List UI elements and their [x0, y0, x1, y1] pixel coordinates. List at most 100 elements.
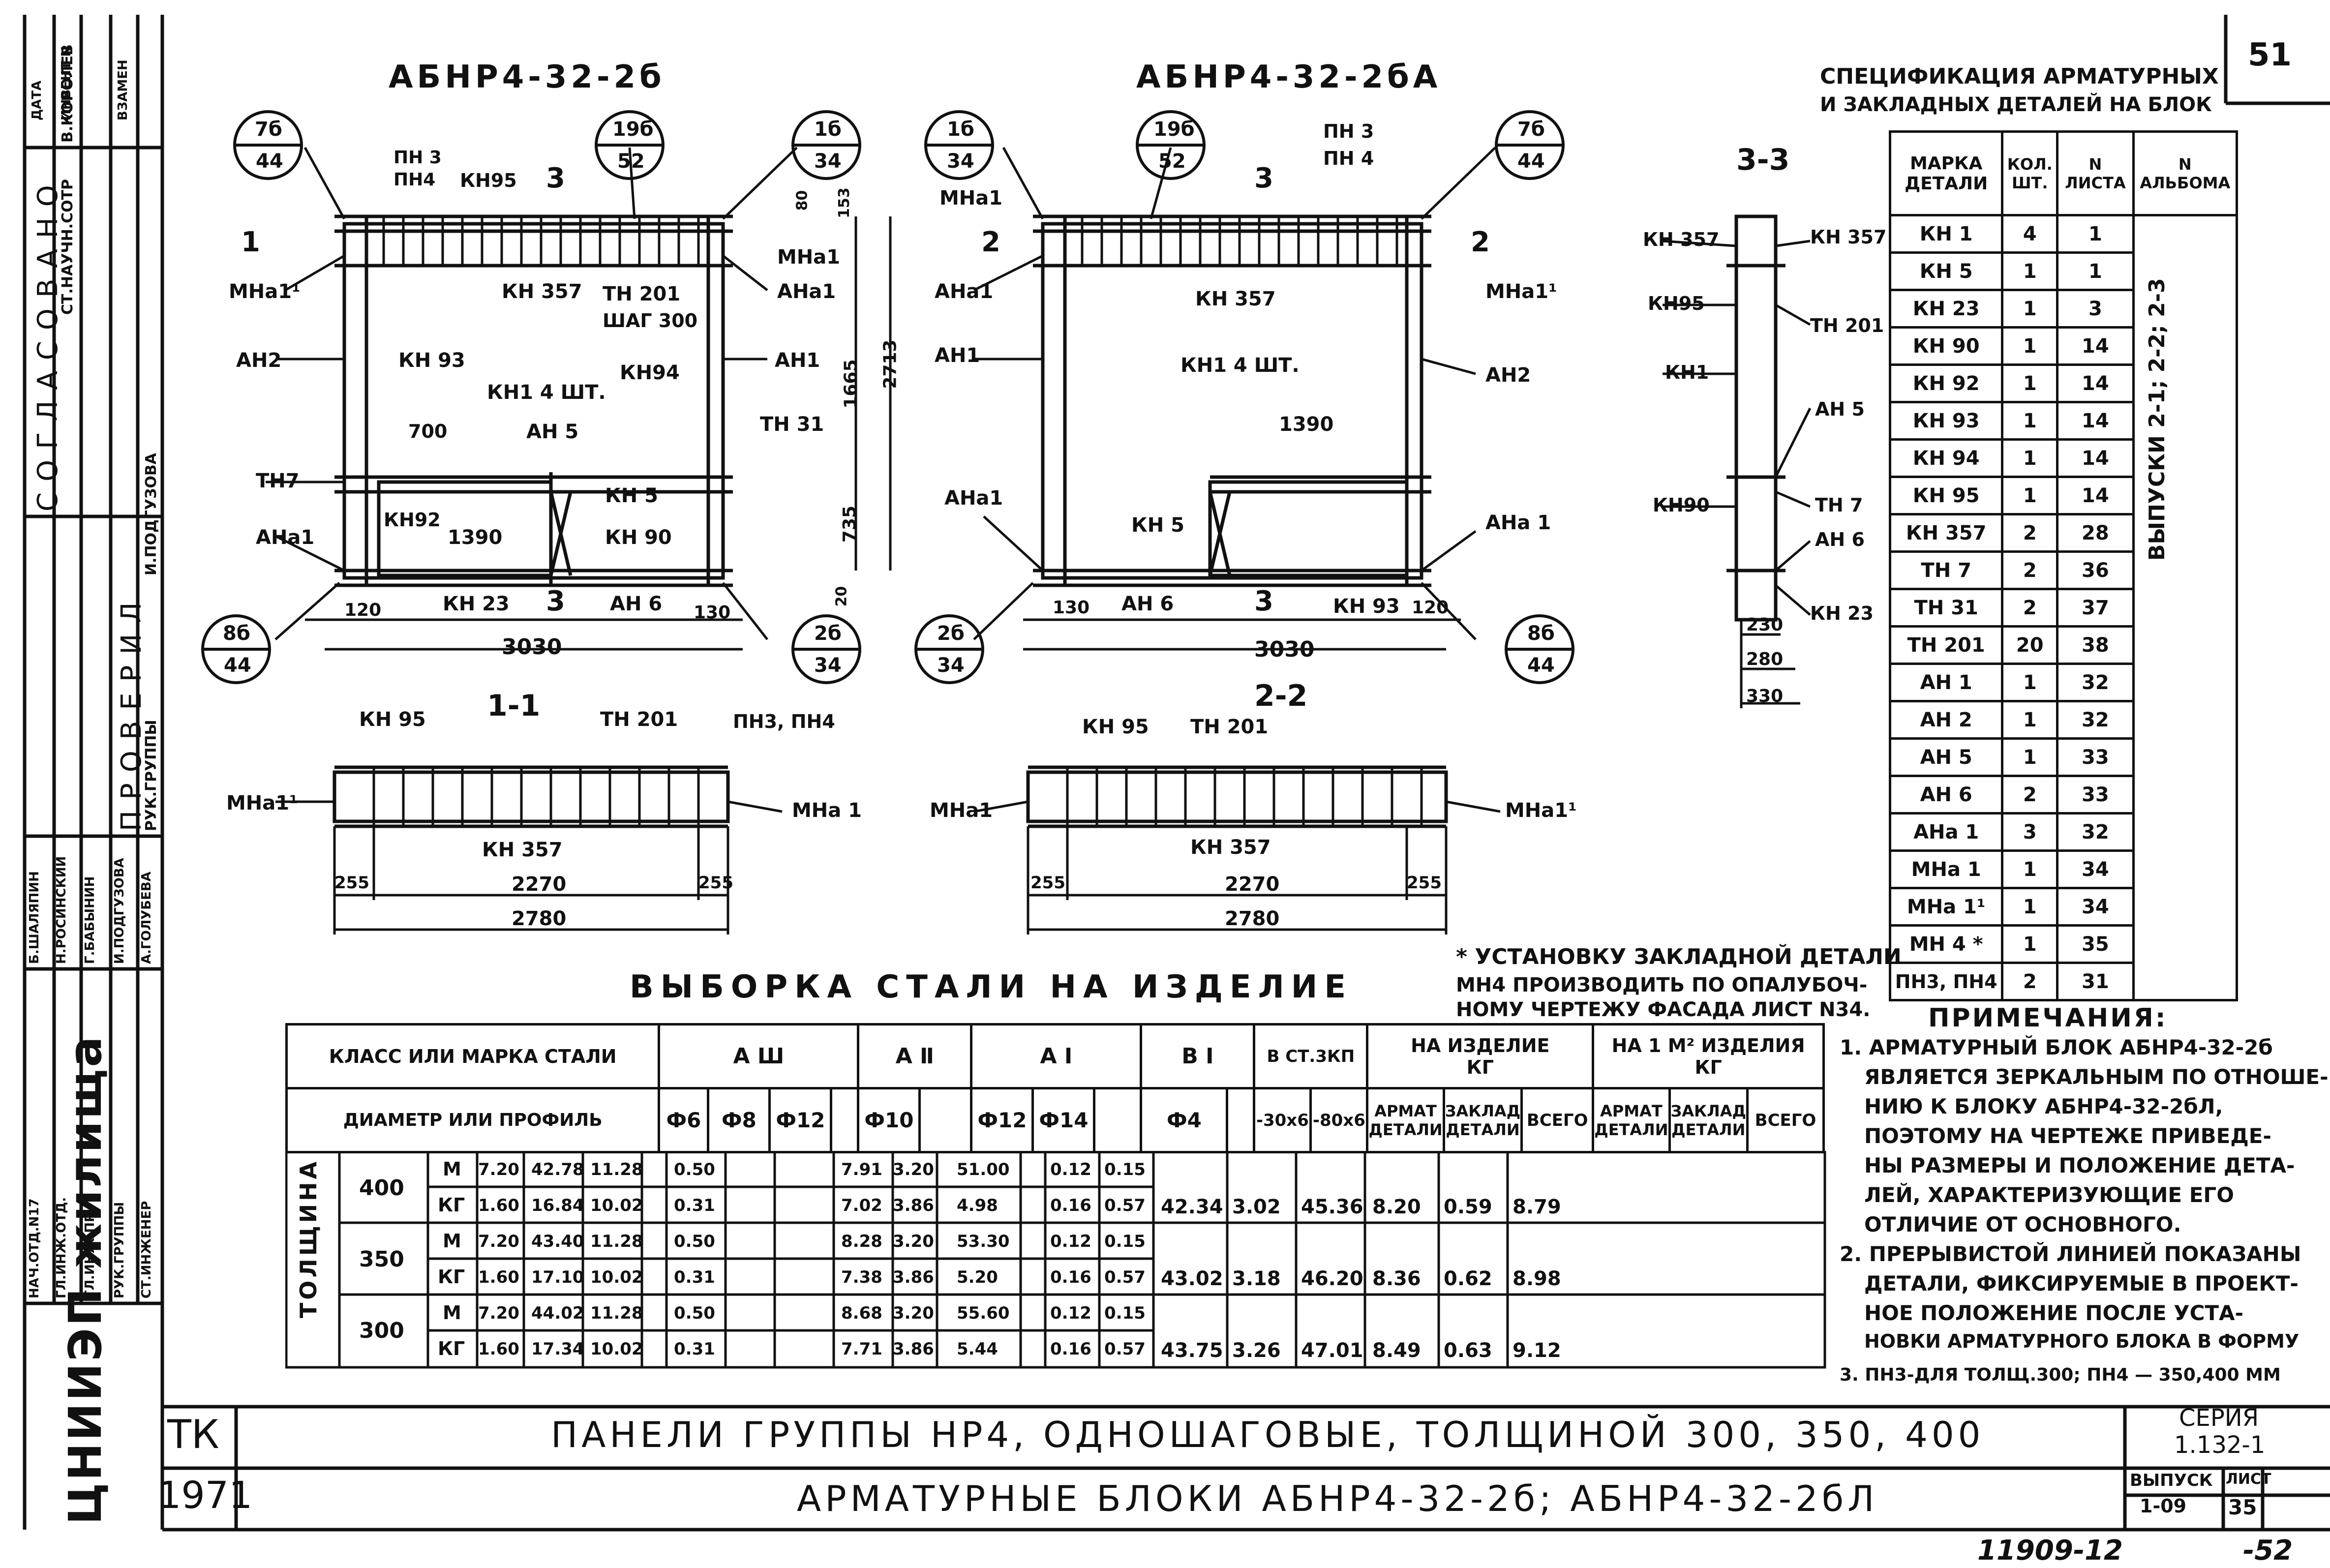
unit: М	[443, 1158, 461, 1180]
diam-empty	[918, 1087, 973, 1153]
stamp-role: РУК.ГРУППЫ	[112, 1202, 127, 1298]
stamp-role: ГЛ.ИНЖ.ПР.	[83, 1208, 97, 1298]
bubble-bottom: 44	[1527, 654, 1555, 677]
s11-pn: ПН3, ПН4	[733, 711, 835, 732]
spec-cell: 14	[2056, 476, 2135, 515]
spec-cell: 1	[2001, 476, 2059, 515]
label-kn92: КН92	[384, 509, 441, 531]
s11-255a: 255	[334, 873, 369, 893]
note-line: НИЮ К БЛОКУ АБНР4-32-2бЛ,	[1864, 1094, 2223, 1118]
note-line: НЫ РАЗМЕРЫ И ПОЛОЖЕНИЕ ДЕТА-	[1864, 1153, 2295, 1177]
spec-cell: 1	[2001, 663, 2059, 702]
steel-value-cell: 43.75	[1161, 1339, 1223, 1362]
label-kn93: КН 93	[398, 349, 465, 372]
s22-2270: 2270	[1225, 873, 1280, 896]
s33-an5: АН 5	[1815, 398, 1865, 420]
spec-cell: 1	[2056, 214, 2135, 254]
diam: Ф6	[658, 1087, 710, 1153]
steel-value-cell: 5.20	[957, 1267, 998, 1287]
diam-empty	[1093, 1087, 1143, 1153]
bubble-top: 1б	[947, 118, 974, 141]
label-mna1: МНа1	[777, 246, 841, 269]
spec-cell: 2	[2001, 962, 2059, 1001]
steel-class: А Ш	[658, 1023, 860, 1089]
label-pn3: ПН 3	[1323, 121, 1374, 142]
bubble-top: 1б	[814, 118, 842, 141]
steel-value-cell: 0.50	[674, 1232, 715, 1251]
kg-label: КГ	[1695, 1056, 1722, 1078]
steel-value-cell: 8.36	[1372, 1267, 1421, 1290]
steel-class: А Ⅰ	[970, 1023, 1143, 1089]
diam: Ф12	[768, 1087, 833, 1153]
steel-value-cell: 0.15	[1104, 1232, 1146, 1251]
steel-value-cell: 7.02	[841, 1196, 882, 1215]
page-number: -52	[2243, 1535, 2293, 1567]
section-mark-2: 2	[1471, 226, 1490, 258]
diam: Ф8	[707, 1087, 771, 1153]
sheet-number: 51	[2248, 37, 2292, 73]
unit: М	[443, 1230, 461, 1252]
steel-value-cell: 0.31	[674, 1267, 715, 1287]
spec-cell: 32	[2056, 812, 2135, 852]
steel-values: 400 350 300 М КГ М КГ М КГ	[285, 1151, 1825, 1367]
steel-value-cell: 11.28	[590, 1160, 643, 1179]
spec-cell: МНа 1	[1888, 849, 2004, 889]
note-line: НОЕ ПОЛОЖЕНИЕ ПОСЛЕ УСТА-	[1864, 1301, 2243, 1325]
steel-value-cell: 8.20	[1372, 1196, 1421, 1218]
s33-kn95: КН95	[1648, 293, 1705, 314]
steel-value-cell: 17.10	[531, 1267, 584, 1287]
steel-value-cell: 7.38	[841, 1267, 882, 1287]
steel-diam-header: ДИАМЕТР ИЛИ ПРОФИЛЬ	[285, 1087, 661, 1153]
section-mark-3: 3	[1254, 162, 1273, 194]
s33-tn201: ТН 201	[1810, 315, 1884, 336]
unit: М	[443, 1302, 461, 1324]
steel-value-cell: 7.20	[478, 1160, 519, 1179]
steel-value-cell: 43.40	[531, 1232, 584, 1251]
label-an6: АН 6	[1121, 593, 1174, 615]
note-line: 1. АРМАТУРНЫЙ БЛОК АБНР4-32-2б	[1840, 1035, 2273, 1059]
label-700: 700	[408, 421, 448, 442]
spec-cell: 1	[2001, 737, 2059, 777]
steel-value-cell: 8.49	[1372, 1339, 1421, 1362]
steel-value-cell: 9.12	[1513, 1339, 1561, 1362]
steel-value-cell: 10.02	[590, 1267, 643, 1287]
title-block-tk: ТК	[167, 1412, 219, 1457]
label-ana1b: АНа1	[944, 487, 1003, 510]
spec-cell: 1	[2056, 251, 2135, 291]
spec-cell: 1	[2001, 924, 2059, 964]
steel-value-cell: 3.20	[893, 1303, 934, 1323]
steel-table: КЛАСС ИЛИ МАРКА СТАЛИ А Ш А Ⅱ А Ⅰ В Ⅰ В …	[285, 1023, 1825, 1153]
kg-label: КГ	[1466, 1056, 1494, 1078]
spec-cell: КН 1	[1888, 214, 2004, 254]
spec-header: N АЛЬБОМА	[2132, 130, 2239, 216]
steel-value-cell: 0.57	[1104, 1267, 1146, 1287]
label-step: ШАГ 300	[603, 310, 698, 332]
s33-kn357a: КН 357	[1643, 229, 1720, 250]
spec-cell: 20	[2001, 625, 2059, 665]
spec-cell: АНа 1	[1888, 812, 2004, 852]
spec-cell: 28	[2056, 513, 2135, 553]
s33-kn90: КН90	[1653, 494, 1710, 516]
steel-value-cell: 0.31	[674, 1196, 715, 1215]
seria-label: СЕРИЯ	[2179, 1404, 2259, 1432]
spec-cell: МНа 1¹	[1888, 887, 2004, 927]
spec-cell: ТН 31	[1888, 588, 2004, 628]
right-view-title: АБНР4-32-2бА	[1136, 59, 1442, 95]
label-153: 153	[835, 187, 853, 218]
steel-value-cell: 3.86	[893, 1267, 934, 1287]
unit: КГ	[438, 1338, 465, 1359]
label-pn4: ПН 4	[1323, 148, 1374, 169]
label-ana1: АНа1	[935, 280, 994, 303]
bubble-top: 8б	[1527, 622, 1555, 645]
spec-cell: 34	[2056, 849, 2135, 889]
label-tn201: ТН 201	[603, 283, 681, 305]
steel-value-cell: 7.20	[478, 1232, 519, 1251]
steel-value-cell: 0.12	[1050, 1160, 1091, 1179]
label-80: 80	[793, 190, 811, 211]
steel-value-cell: 17.34	[531, 1339, 584, 1359]
spec-cell: АН 2	[1888, 700, 2004, 740]
spec-cell: ТН 201	[1888, 625, 2004, 665]
spec-title-2: И ЗАКЛАДНЫХ ДЕТАЛЕЙ НА БЛОК	[1820, 93, 2212, 116]
diam: -30х6	[1253, 1087, 1312, 1153]
